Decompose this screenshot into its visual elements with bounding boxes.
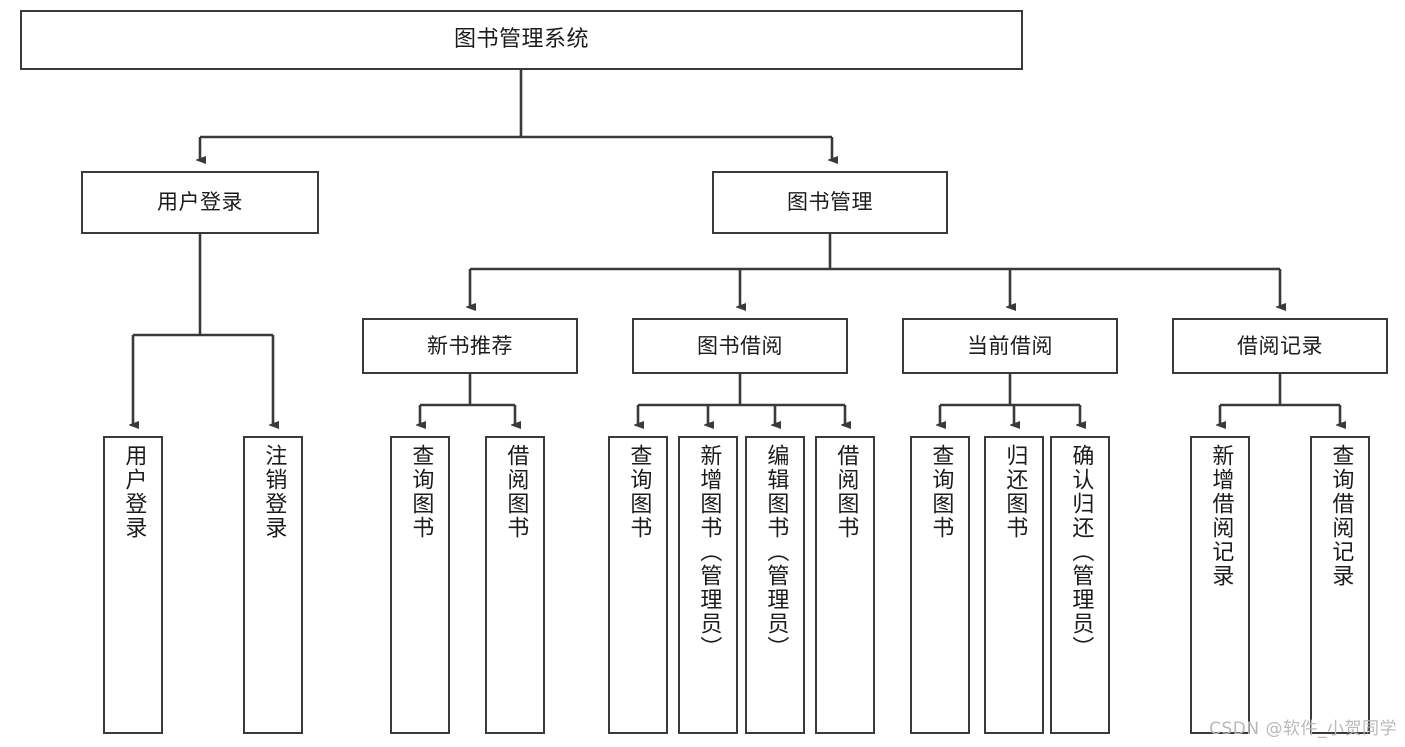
node-borrowing-records[interactable]: 借阅记录 <box>1172 318 1388 374</box>
leaf-confirm-return-admin-label: 确认归还（管理员） <box>1068 444 1094 660</box>
leaf-add-book-admin[interactable]: 新增图书（管理员） <box>678 436 738 734</box>
leaf-borrow-books-new[interactable]: 借阅图书 <box>485 436 545 734</box>
node-book-borrowing-label: 图书借阅 <box>697 333 783 358</box>
leaf-add-borrow-record-label: 新增借阅记录 <box>1208 444 1234 588</box>
node-book-borrowing[interactable]: 图书借阅 <box>632 318 848 374</box>
leaf-add-book-admin-label: 新增图书（管理员） <box>696 444 722 660</box>
node-current-borrowing[interactable]: 当前借阅 <box>902 318 1118 374</box>
leaf-query-borrow-record-label: 查询借阅记录 <box>1328 444 1354 588</box>
node-root[interactable]: 图书管理系统 <box>20 10 1023 70</box>
leaf-borrow-books[interactable]: 借阅图书 <box>815 436 875 734</box>
leaf-logout-label: 注销登录 <box>261 444 287 540</box>
leaf-query-books-new-label: 查询图书 <box>408 444 434 540</box>
leaf-edit-book-admin-label: 编辑图书（管理员） <box>763 444 789 660</box>
watermark: CSDN @软件_小贺同学 <box>1209 719 1397 739</box>
node-borrowing-records-label: 借阅记录 <box>1237 333 1323 358</box>
leaf-query-books-new[interactable]: 查询图书 <box>390 436 450 734</box>
leaf-user-login-label: 用户登录 <box>121 444 147 540</box>
leaf-query-books-borrow[interactable]: 查询图书 <box>608 436 668 734</box>
leaf-return-books-label: 归还图书 <box>1002 444 1028 540</box>
node-book-management-label: 图书管理 <box>787 190 873 215</box>
leaf-user-login[interactable]: 用户登录 <box>103 436 163 734</box>
node-root-label: 图书管理系统 <box>453 27 589 53</box>
leaf-query-borrow-record[interactable]: 查询借阅记录 <box>1310 436 1370 734</box>
leaf-query-books-current[interactable]: 查询图书 <box>910 436 970 734</box>
leaf-confirm-return-admin[interactable]: 确认归还（管理员） <box>1050 436 1110 734</box>
leaf-query-books-borrow-label: 查询图书 <box>626 444 652 540</box>
leaf-query-books-current-label: 查询图书 <box>928 444 954 540</box>
node-current-borrowing-label: 当前借阅 <box>967 333 1053 358</box>
leaf-borrow-books-new-label: 借阅图书 <box>503 444 529 540</box>
node-user-login-label: 用户登录 <box>157 190 243 215</box>
leaf-edit-book-admin[interactable]: 编辑图书（管理员） <box>745 436 805 734</box>
leaf-borrow-books-label: 借阅图书 <box>833 444 859 540</box>
leaf-logout[interactable]: 注销登录 <box>243 436 303 734</box>
node-book-management[interactable]: 图书管理 <box>712 171 948 234</box>
leaf-return-books[interactable]: 归还图书 <box>984 436 1044 734</box>
node-new-book-recommendation-label: 新书推荐 <box>427 333 513 358</box>
node-new-book-recommendation[interactable]: 新书推荐 <box>362 318 578 374</box>
leaf-add-borrow-record[interactable]: 新增借阅记录 <box>1190 436 1250 734</box>
node-user-login[interactable]: 用户登录 <box>81 171 319 234</box>
